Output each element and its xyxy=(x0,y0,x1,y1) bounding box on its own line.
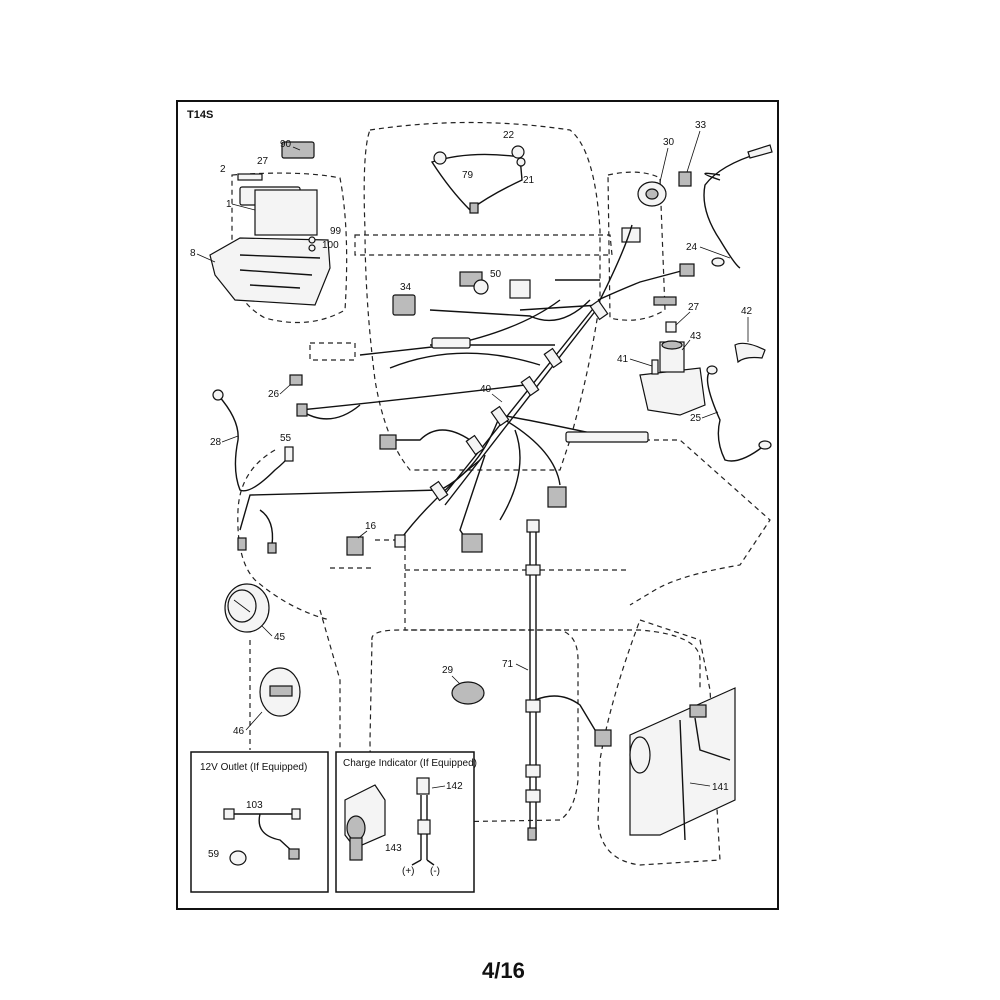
callout-43: 43 xyxy=(690,331,702,342)
callout-79: 79 xyxy=(462,170,474,181)
callout-27b: 27 xyxy=(688,302,700,313)
screw-99 xyxy=(308,236,316,244)
callout-16: 16 xyxy=(365,521,377,532)
inset-charge-indicator: Charge Indicator (If Equipped) 143 142 (… xyxy=(335,751,477,893)
inset-12v-outlet-title: 12V Outlet (If Equipped) xyxy=(200,762,307,773)
page-number: 4/16 xyxy=(482,958,525,983)
inset-12v-outlet: 12V Outlet (If Equipped) 103 59 xyxy=(190,751,329,893)
callout-50: 50 xyxy=(490,269,502,280)
callout-24: 24 xyxy=(686,242,698,253)
callout-25: 25 xyxy=(690,413,702,424)
screw-41 xyxy=(651,359,659,375)
cable-28 xyxy=(217,394,291,492)
callout-100: 100 xyxy=(322,240,339,251)
outlet-59 xyxy=(229,850,247,866)
headlight-harness xyxy=(430,145,526,214)
terminal-boot-42 xyxy=(734,342,766,364)
hour-meter-45 xyxy=(224,583,270,633)
callout-27a: 27 xyxy=(257,156,269,167)
plug-16 xyxy=(346,536,364,556)
callout-103: 103 xyxy=(246,800,263,811)
callout-21: 21 xyxy=(523,175,535,186)
battery-group xyxy=(209,141,331,306)
charge-minus-label: (-) xyxy=(430,866,440,877)
main-wiring-harness-40 xyxy=(239,224,695,553)
screw-55 xyxy=(284,446,294,462)
nut-100 xyxy=(308,244,316,252)
callout-28: 28 xyxy=(210,437,222,448)
relay-plate xyxy=(509,279,531,299)
callout-55: 55 xyxy=(280,433,292,444)
callout-42: 42 xyxy=(741,306,753,317)
callout-46: 46 xyxy=(233,726,245,737)
callout-1: 1 xyxy=(226,199,232,210)
callout-8: 8 xyxy=(190,248,196,259)
callout-labels: 90 2 27 1 99 100 8 22 79 21 30 33 24 34 … xyxy=(190,120,753,793)
charge-plus-label: (+) xyxy=(402,866,415,877)
callout-2: 2 xyxy=(220,164,226,175)
bolt-2 xyxy=(237,173,263,181)
callout-41: 41 xyxy=(617,354,629,365)
fuse-50 xyxy=(473,279,489,295)
callout-142: 142 xyxy=(446,781,463,792)
callout-143: 143 xyxy=(385,843,402,854)
battery-1 xyxy=(254,189,318,236)
seat-switch-29 xyxy=(451,681,485,705)
fuse-26 xyxy=(289,374,303,386)
callout-30: 30 xyxy=(663,137,675,148)
callout-29: 29 xyxy=(442,665,454,676)
callout-90: 90 xyxy=(280,139,292,150)
light-switch-34 xyxy=(392,294,416,316)
battery-cable-25 xyxy=(706,369,766,462)
headlight-bulb-22 xyxy=(433,151,447,165)
battery-hold-down-90 xyxy=(281,141,315,159)
diagram-frame xyxy=(176,100,779,910)
ground-cable-24 xyxy=(703,152,761,269)
ignition-switch-30 xyxy=(637,181,667,207)
callout-141: 141 xyxy=(712,782,729,793)
hour-meter-46 xyxy=(259,667,301,717)
callout-59: 59 xyxy=(208,849,220,860)
callout-45: 45 xyxy=(274,632,286,643)
callout-22: 22 xyxy=(503,130,515,141)
callout-99: 99 xyxy=(330,226,342,237)
starter-solenoid-43 xyxy=(639,321,706,416)
pto-harness-71 xyxy=(525,519,612,841)
model-code: T14S xyxy=(187,109,213,121)
callout-26: 26 xyxy=(268,389,280,400)
nut-27 xyxy=(665,321,677,333)
ignition-key-33 xyxy=(678,171,692,187)
switch-bracket-141 xyxy=(629,687,736,841)
inset-charge-indicator-title: Charge Indicator (If Equipped) xyxy=(343,758,477,769)
callout-33: 33 xyxy=(695,120,707,131)
callout-40: 40 xyxy=(480,384,492,395)
callout-71: 71 xyxy=(502,659,514,670)
callout-34: 34 xyxy=(400,282,412,293)
